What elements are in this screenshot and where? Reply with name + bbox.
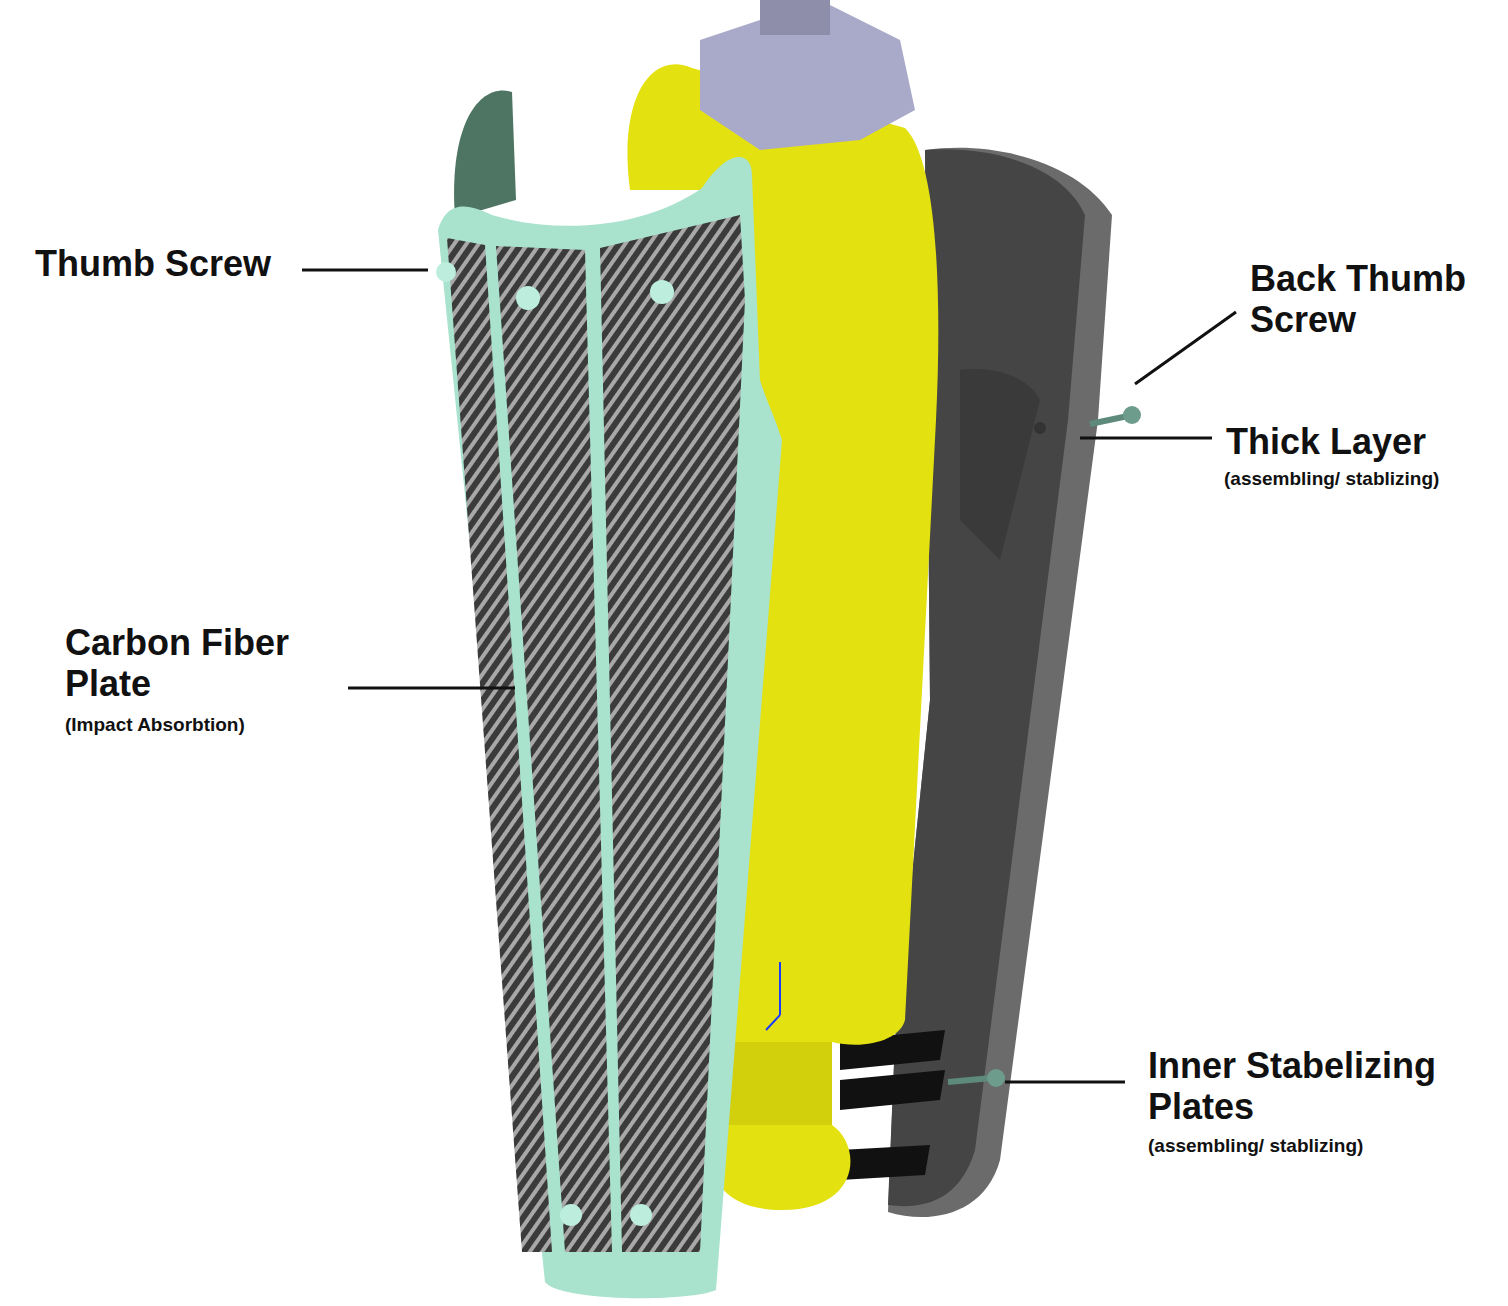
screw-dot xyxy=(436,262,456,282)
shell-shadow xyxy=(960,369,1040,560)
part-note: (Impact Absorbtion) xyxy=(65,714,335,736)
screw-dot xyxy=(630,1204,652,1226)
part-label: Carbon Fiber Plate xyxy=(65,622,335,705)
carbon-strip xyxy=(496,246,612,1252)
part-note: (assembling/ stablizing) xyxy=(1148,1135,1448,1157)
screw-dot xyxy=(560,1204,582,1226)
screw-shaft xyxy=(948,1078,992,1082)
axis-marker xyxy=(779,962,781,1015)
leader-line xyxy=(1135,312,1236,384)
screw-shaft xyxy=(1090,416,1128,424)
screw-head xyxy=(987,1069,1005,1087)
part-label: Thick Layer xyxy=(1226,421,1496,462)
adapter-top xyxy=(760,0,830,35)
screw-dot xyxy=(650,280,674,304)
screw-dot xyxy=(516,286,540,310)
shell-inner-back xyxy=(454,90,516,218)
part-note: (assembling/ stablizing) xyxy=(1224,468,1502,490)
inner-plates xyxy=(840,1030,945,1180)
screw-head xyxy=(1123,406,1141,424)
pylon xyxy=(725,1042,832,1125)
leader-line xyxy=(302,269,428,272)
part-label: Thumb Screw xyxy=(35,243,295,284)
screw-hole xyxy=(1034,422,1046,434)
part-label: Back Thumb Screw xyxy=(1250,258,1500,341)
axis-marker xyxy=(766,1015,780,1030)
carbon-strip xyxy=(600,215,745,1252)
leader-line xyxy=(1080,437,1212,440)
pyramid-adapter xyxy=(700,0,915,150)
leader-line xyxy=(348,687,515,690)
part-label: Inner Stabelizing Plates xyxy=(1148,1045,1493,1128)
leader-line xyxy=(1005,1081,1125,1084)
front-shell xyxy=(438,157,782,1298)
